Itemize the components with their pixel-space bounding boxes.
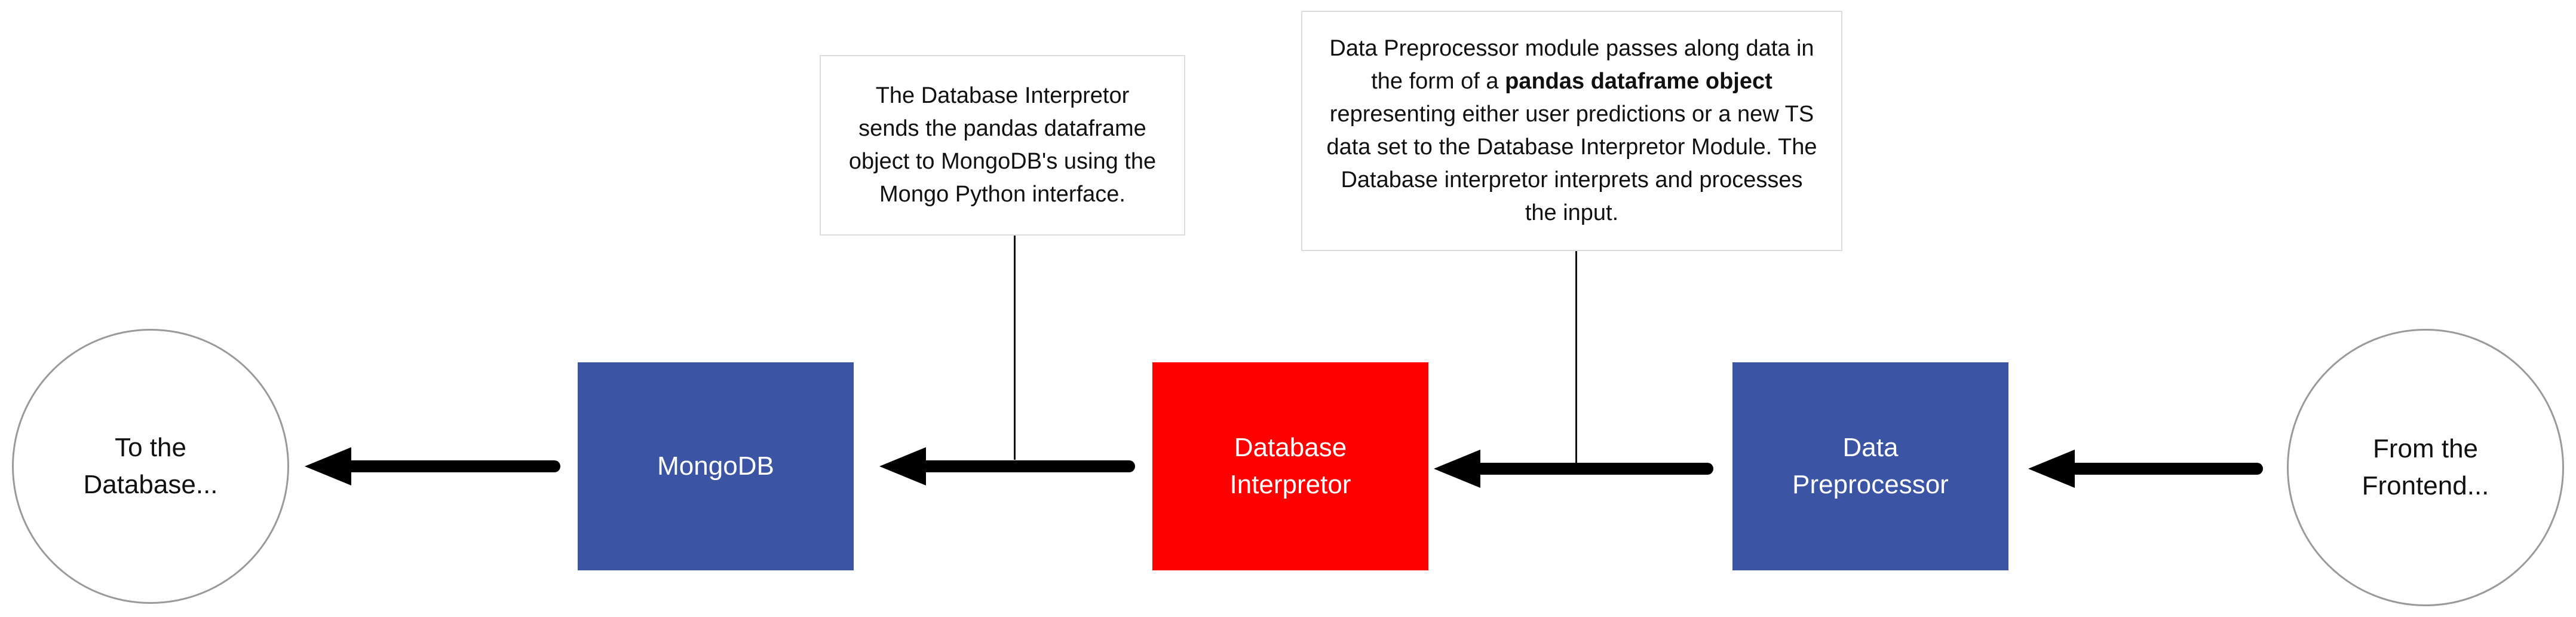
to-database-node: To the Database... (12, 329, 289, 604)
arrow-preprocessor-to-interpretor (1434, 450, 1713, 488)
database-interpretor-line2: Interpretor (1229, 470, 1351, 499)
preprocessor-note: Data Preprocessor module passes along da… (1301, 11, 1842, 251)
mongodb-note: The Database Interpretor sends the panda… (820, 55, 1185, 236)
data-preprocessor-line1: Data (1842, 433, 1899, 463)
from-frontend-line1: From the (2372, 434, 2479, 464)
arrow-frontend-to-preprocessor (2028, 450, 2263, 488)
data-preprocessor-line2: Preprocessor (1792, 470, 1949, 499)
mongodb-node: MongoDB (578, 362, 854, 570)
mongodb-note-text: The Database Interpretor sends the panda… (848, 83, 1157, 207)
preprocessor-note-connector (1575, 251, 1577, 468)
preprocessor-note-text: Data Preprocessor module passes along da… (1323, 32, 1821, 230)
mongodb-note-connector (1014, 236, 1016, 460)
to-database-line1: To the (115, 433, 186, 463)
from-frontend-node: From the Frontend... (2287, 329, 2564, 606)
database-interpretor-line1: Database (1234, 433, 1347, 463)
mongodb-label: MongoDB (657, 451, 774, 481)
data-preprocessor-node: Data Preprocessor (1732, 362, 2008, 570)
preprocessor-note-part1: Data Preprocessor module passes along da… (1329, 35, 1814, 94)
preprocessor-note-part2: representing either user predictions or … (1326, 101, 1817, 226)
database-interpretor-node: Database Interpretor (1152, 362, 1428, 570)
to-database-line2: Database... (83, 470, 218, 499)
preprocessor-note-bold: pandas dataframe object (1505, 68, 1772, 94)
from-frontend-line2: Frontend... (2362, 471, 2489, 500)
arrow-interpretor-to-mongodb (879, 447, 1135, 485)
arrow-mongodb-to-database (305, 447, 560, 485)
